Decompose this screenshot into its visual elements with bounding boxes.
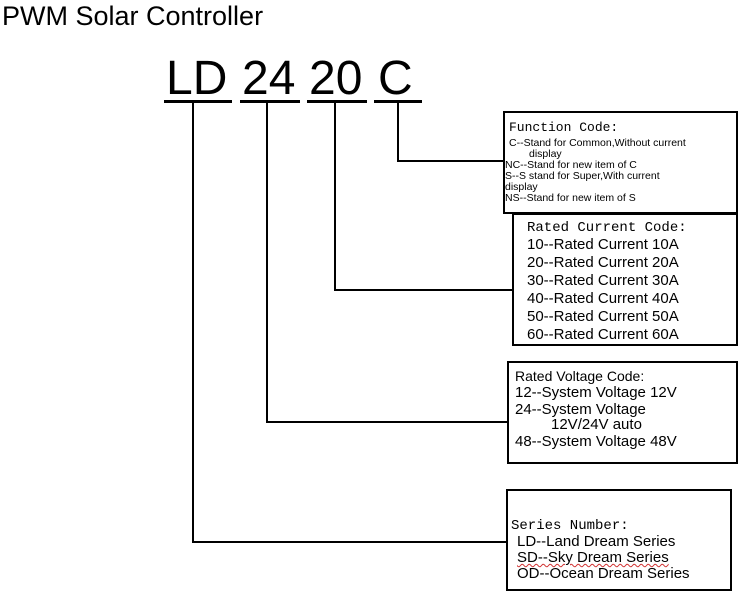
series-number-header: Series Number: bbox=[511, 518, 629, 534]
function-code-line: S--S stand for Super,With current bbox=[505, 170, 660, 182]
function-code-line: display bbox=[529, 148, 562, 160]
rated-current-line: 40--Rated Current 40A bbox=[527, 290, 679, 307]
rated-current-header: Rated Current Code: bbox=[527, 220, 687, 236]
rated-voltage-line: 24--System Voltage bbox=[515, 401, 646, 418]
model-segment-function: C bbox=[378, 52, 413, 105]
model-segment-current: 20 bbox=[309, 52, 363, 105]
connector-current-vertical bbox=[334, 103, 336, 291]
rated-current-line: 30--Rated Current 30A bbox=[527, 272, 679, 289]
rated-current-line: 10--Rated Current 10A bbox=[527, 236, 679, 253]
rated-current-box: Rated Current Code: 10--Rated Current 10… bbox=[512, 213, 738, 346]
series-number-box: Series Number: LD--Land Dream Series SD-… bbox=[506, 489, 732, 591]
connector-function-horizontal bbox=[397, 160, 505, 162]
underline-voltage bbox=[240, 100, 300, 103]
rated-voltage-header: Rated Voltage Code: bbox=[515, 368, 645, 384]
underline-current bbox=[307, 100, 367, 103]
function-code-header: Function Code: bbox=[509, 120, 619, 135]
rated-voltage-box: Rated Voltage Code: 12--System Voltage 1… bbox=[507, 361, 738, 464]
rated-voltage-line: 12V/24V auto bbox=[551, 416, 642, 433]
function-code-line: NC--Stand for new item of C bbox=[505, 159, 637, 171]
function-code-box: Function Code: C--Stand for Common,Witho… bbox=[503, 111, 738, 214]
series-number-line: LD--Land Dream Series bbox=[517, 533, 676, 550]
connector-series-vertical bbox=[192, 103, 194, 543]
series-number-line: SD--Sky Dream Series bbox=[517, 549, 669, 566]
function-code-line: NS--Stand for new item of S bbox=[505, 192, 636, 204]
rated-voltage-line: 48--System Voltage 48V bbox=[515, 433, 677, 450]
model-segment-voltage: 24 bbox=[242, 52, 296, 105]
connector-voltage-vertical bbox=[266, 103, 268, 423]
underline-series bbox=[164, 100, 232, 103]
rated-current-line: 20--Rated Current 20A bbox=[527, 254, 679, 271]
series-number-line: OD--Ocean Dream Series bbox=[517, 565, 690, 582]
rated-current-line: 60--Rated Current 60A bbox=[527, 326, 679, 343]
connector-function-vertical bbox=[397, 103, 399, 162]
connector-current-horizontal bbox=[334, 289, 514, 291]
rated-voltage-line: 12--System Voltage 12V bbox=[515, 384, 677, 401]
function-code-line: C--Stand for Common,Without current bbox=[509, 137, 686, 149]
function-code-line: display bbox=[505, 181, 538, 193]
model-segment-series: LD bbox=[166, 52, 228, 105]
connector-series-horizontal bbox=[192, 541, 514, 543]
page-title: PWM Solar Controller bbox=[2, 1, 264, 31]
rated-current-line: 50--Rated Current 50A bbox=[527, 308, 679, 325]
underline-function bbox=[374, 100, 422, 103]
connector-voltage-horizontal bbox=[266, 421, 509, 423]
